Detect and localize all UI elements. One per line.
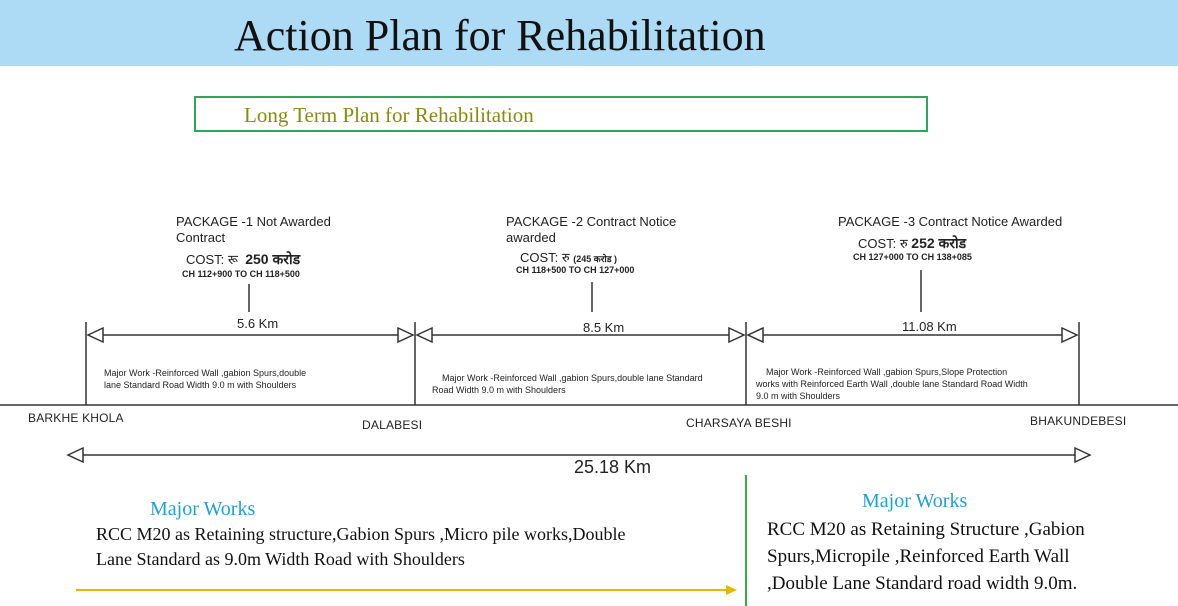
- package-2-cost-prefix: COST: रु: [520, 250, 570, 265]
- package-3-cost-value: 252 करोड: [911, 235, 967, 251]
- package-1-distance: 5.6 Km: [237, 316, 279, 331]
- major-works-right-line3: ,Double Lane Standard road width 9.0m.: [767, 573, 1078, 594]
- package-2-heading: PACKAGE -2 Contract Notice awarded: [506, 214, 676, 246]
- package-3-work-line2: works with Reinforced Earth Wall ,double…: [756, 379, 1028, 389]
- major-works-right-title: Major Works: [862, 490, 968, 512]
- major-works-right-line2: Spurs,Micropile ,Reinforced Earth Wall: [767, 546, 1070, 567]
- package-1-work: Major Work -Reinforced Wall ,gabion Spur…: [104, 367, 404, 391]
- package-1-cost-prefix: COST: रू: [186, 252, 238, 267]
- package-3-cost-prefix: COST: रु: [858, 236, 908, 251]
- subtitle-box: Long Term Plan for Rehabilitation: [194, 96, 928, 132]
- package-2-cost: COST: रु (245 करोड ): [520, 248, 617, 266]
- package-3-work-line1: Major Work -Reinforced Wall ,gabion Spur…: [766, 367, 1008, 377]
- header-band: [0, 0, 1178, 66]
- major-works-right-desc: RCC M20 as Retaining Structure ,Gabion S…: [767, 516, 1172, 597]
- package-2-work-line2: Road Width 9.0 m with Shoulders: [432, 385, 566, 395]
- package-1-work-line1: Major Work -Reinforced Wall ,gabion Spur…: [104, 368, 307, 378]
- package-1-cost-value: 250 करोड: [245, 251, 301, 267]
- slide-title: Action Plan for Rehabilitation: [234, 11, 766, 60]
- package-1-heading-line2: Contract: [176, 230, 226, 245]
- package-3-cost: COST: रु 252 करोड: [858, 234, 966, 253]
- package-3-distance: 11.08 Km: [902, 319, 957, 334]
- package-1-chainage: CH 112+900 TO CH 118+500: [182, 269, 300, 279]
- package-2-work: Major Work -Reinforced Wall ,gabion Spur…: [432, 372, 742, 396]
- major-works-left-line2: Lane Standard as 9.0m Width Road with Sh…: [96, 549, 465, 569]
- package-1-cost: COST: रू 250 करोड: [186, 250, 300, 269]
- major-works-left-line1: RCC M20 as Retaining structure,Gabion Sp…: [96, 524, 626, 544]
- package-1-work-line2: lane Standard Road Width 9.0 m with Shou…: [104, 380, 297, 390]
- place-charsaya-beshi: CHARSAYA BESHI: [686, 416, 792, 430]
- place-bhakundebesi: BHAKUNDEBESI: [1030, 414, 1127, 428]
- package-2-distance: 8.5 Km: [583, 320, 625, 335]
- package-2-chainage: CH 118+500 TO CH 127+000: [516, 265, 635, 275]
- major-works-left-desc: RCC M20 as Retaining structure,Gabion Sp…: [96, 522, 736, 572]
- place-dalabesi: DALABESI: [362, 418, 423, 432]
- package-3-heading-line1: PACKAGE -3 Contract Notice Awarded: [838, 214, 1063, 229]
- package-1-heading-line1: PACKAGE -1 Not Awarded: [176, 214, 331, 229]
- subtitle-text: Long Term Plan for Rehabilitation: [244, 103, 534, 127]
- package-2-cost-value: (245 करोड ): [573, 254, 618, 264]
- package-2-heading-line1: PACKAGE -2 Contract Notice: [506, 214, 677, 229]
- package-3-heading: PACKAGE -3 Contract Notice Awarded: [838, 214, 1062, 230]
- total-length: 25.18 Km: [574, 457, 652, 477]
- package-1-heading: PACKAGE -1 Not Awarded Contract: [176, 214, 331, 246]
- package-3-work-line3: 9.0 m with Shoulders: [756, 391, 841, 401]
- package-2-work-line1: Major Work -Reinforced Wall ,gabion Spur…: [442, 373, 703, 383]
- major-works-left-title: Major Works: [150, 498, 256, 520]
- place-barkhe-khola: BARKHE KHOLA: [28, 411, 124, 425]
- package-3-chainage: CH 127+000 TO CH 138+085: [853, 252, 972, 262]
- package-3-work: Major Work -Reinforced Wall ,gabion Spur…: [756, 366, 1076, 402]
- major-works-right-line1: RCC M20 as Retaining Structure ,Gabion: [767, 519, 1085, 540]
- package-2-heading-line2: awarded: [506, 230, 556, 245]
